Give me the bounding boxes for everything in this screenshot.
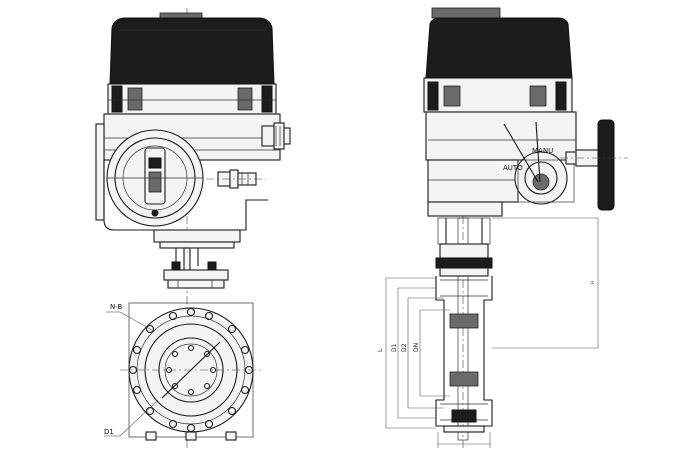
flange-bolt-holes <box>128 307 254 433</box>
front-mounting-bracket <box>153 229 241 289</box>
dim-dn-label: DN <box>413 343 420 352</box>
side-dimensions <box>385 217 599 448</box>
side-bracket <box>435 217 493 441</box>
front-flange <box>120 302 262 441</box>
dim-l-label: L <box>377 348 384 352</box>
dim-h-label: H <box>590 281 595 284</box>
side-handwheel <box>560 119 628 211</box>
side-valve-body <box>435 276 493 433</box>
front-view: N-B D1 <box>95 8 291 450</box>
bolt-hole-label: N-B <box>110 303 123 311</box>
side-view: MANU AUTO <box>377 7 628 450</box>
dim-d2-label: D2 <box>401 343 408 352</box>
side-manual-auto-selector <box>503 121 575 205</box>
front-actuator-cover <box>109 12 275 85</box>
front-leaders <box>104 311 159 437</box>
front-cable-gland-upper <box>261 122 291 150</box>
flange-inner-holes <box>165 344 217 396</box>
front-cable-gland-lower <box>206 169 266 189</box>
front-position-indicator <box>106 129 204 227</box>
side-actuator-cover <box>425 7 573 79</box>
d1-front-label: D1 <box>104 428 114 436</box>
dim-d1-label: D1 <box>391 343 398 352</box>
auto-label: AUTO <box>503 164 523 172</box>
manual-label: MANU <box>532 147 553 155</box>
